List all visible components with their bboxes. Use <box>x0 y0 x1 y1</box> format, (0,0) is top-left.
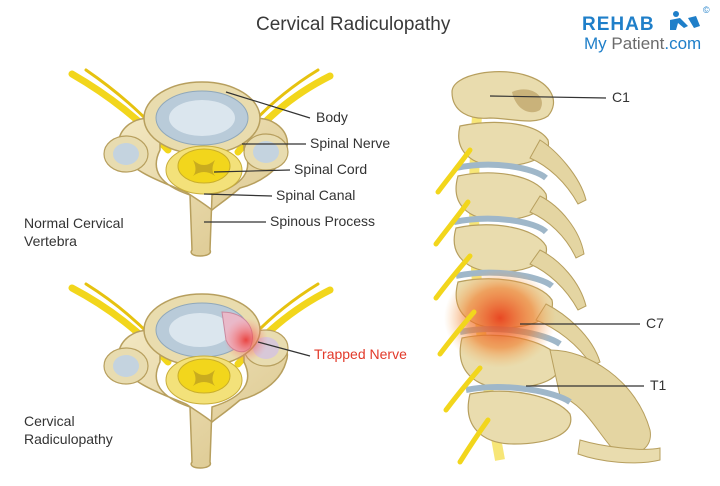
affected-vertebra <box>68 282 334 469</box>
caption-radiculopathy: Cervical Radiculopathy <box>24 413 113 447</box>
vertebra-arch <box>117 117 289 257</box>
cervical-spine <box>433 71 661 465</box>
cord-grey-matter <box>193 160 215 176</box>
leader-lines <box>203 91 644 387</box>
label-spinal-nerve: Spinal Nerve <box>310 135 391 151</box>
spine-inflammation <box>444 268 556 368</box>
label-t1: T1 <box>650 377 667 393</box>
logo-copyright: © <box>703 5 710 15</box>
right-foramen <box>253 141 279 163</box>
label-c7: C7 <box>646 315 664 331</box>
page-title: Cervical Radiculopathy <box>256 14 451 35</box>
disc-inner <box>169 100 235 136</box>
label-spinous-process: Spinous Process <box>270 213 376 229</box>
logo-rehab: REHAB <box>582 14 655 35</box>
label-c1: C1 <box>612 89 630 105</box>
caption-normal: Normal Cervical Vertebra <box>24 215 124 249</box>
t1-process <box>549 349 651 455</box>
inflammation-glow <box>224 318 268 362</box>
left-foramen <box>113 143 139 165</box>
label-trapped-nerve: Trapped Nerve <box>314 346 407 362</box>
label-spinal-cord: Spinal Cord <box>294 161 368 177</box>
normal-vertebra <box>68 68 334 257</box>
logo-mypatient: My Patient.com <box>584 34 702 53</box>
logo-figure-icon <box>670 11 700 30</box>
label-body: Body <box>316 109 348 125</box>
label-spinal-canal: Spinal Canal <box>276 187 356 203</box>
